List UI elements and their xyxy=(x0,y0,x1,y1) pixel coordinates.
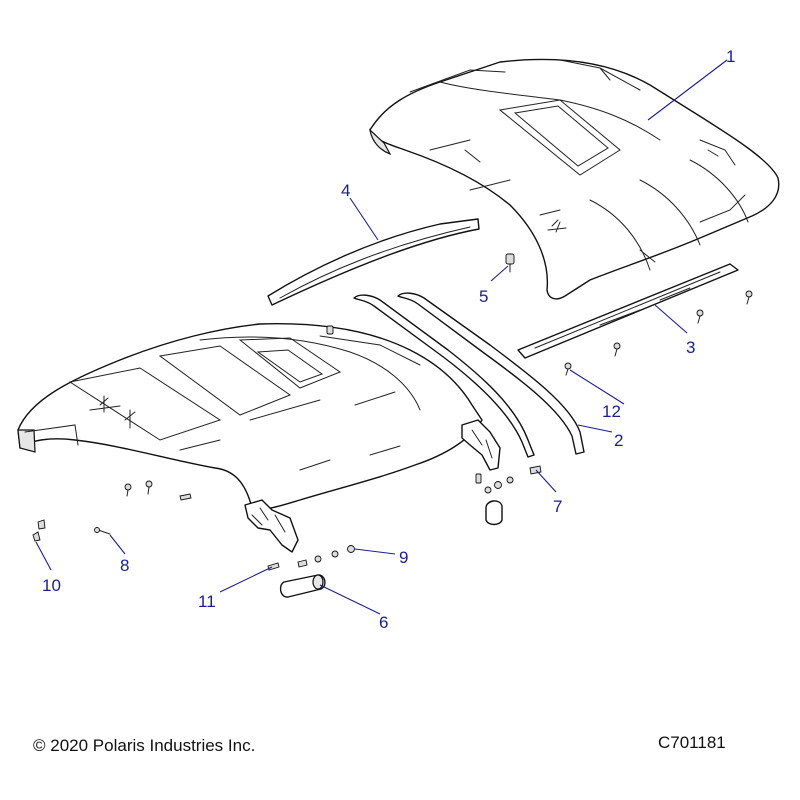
roof-panel-rear xyxy=(369,58,780,300)
seal-strip-rear xyxy=(517,263,739,359)
callout-9: 9 xyxy=(399,548,408,567)
callout-8: 8 xyxy=(120,556,129,575)
hardware-7 xyxy=(475,465,542,526)
callout-4: 4 xyxy=(341,181,350,200)
callout-6: 6 xyxy=(379,613,388,632)
callout-3: 3 xyxy=(686,338,695,357)
copyright-text: © 2020 Polaris Industries Inc. xyxy=(33,736,256,755)
trim-strip-front xyxy=(267,218,480,306)
tube-6 xyxy=(279,574,326,598)
callout-7: 7 xyxy=(553,497,562,516)
hardware-9-11 xyxy=(267,545,355,571)
callout-5: 5 xyxy=(479,287,488,306)
callout-10: 10 xyxy=(42,576,61,595)
seal-strips-side xyxy=(353,292,585,458)
callout-2: 2 xyxy=(614,431,623,450)
callout-12: 12 xyxy=(602,402,621,421)
callout-11: 11 xyxy=(198,592,216,611)
callout-labels: 1 4 5 3 12 2 7 9 8 10 11 6 xyxy=(42,47,735,632)
leader-lines xyxy=(35,59,728,615)
callout-1: 1 xyxy=(726,47,735,66)
fastener-5 xyxy=(505,253,515,273)
mount-bracket-right xyxy=(461,419,501,471)
roof-panel-front xyxy=(17,323,483,510)
fasteners-rear xyxy=(326,290,753,376)
mount-bracket-left xyxy=(244,499,299,553)
diagram-code: C701181 xyxy=(658,733,726,752)
fasteners-front xyxy=(32,480,192,542)
